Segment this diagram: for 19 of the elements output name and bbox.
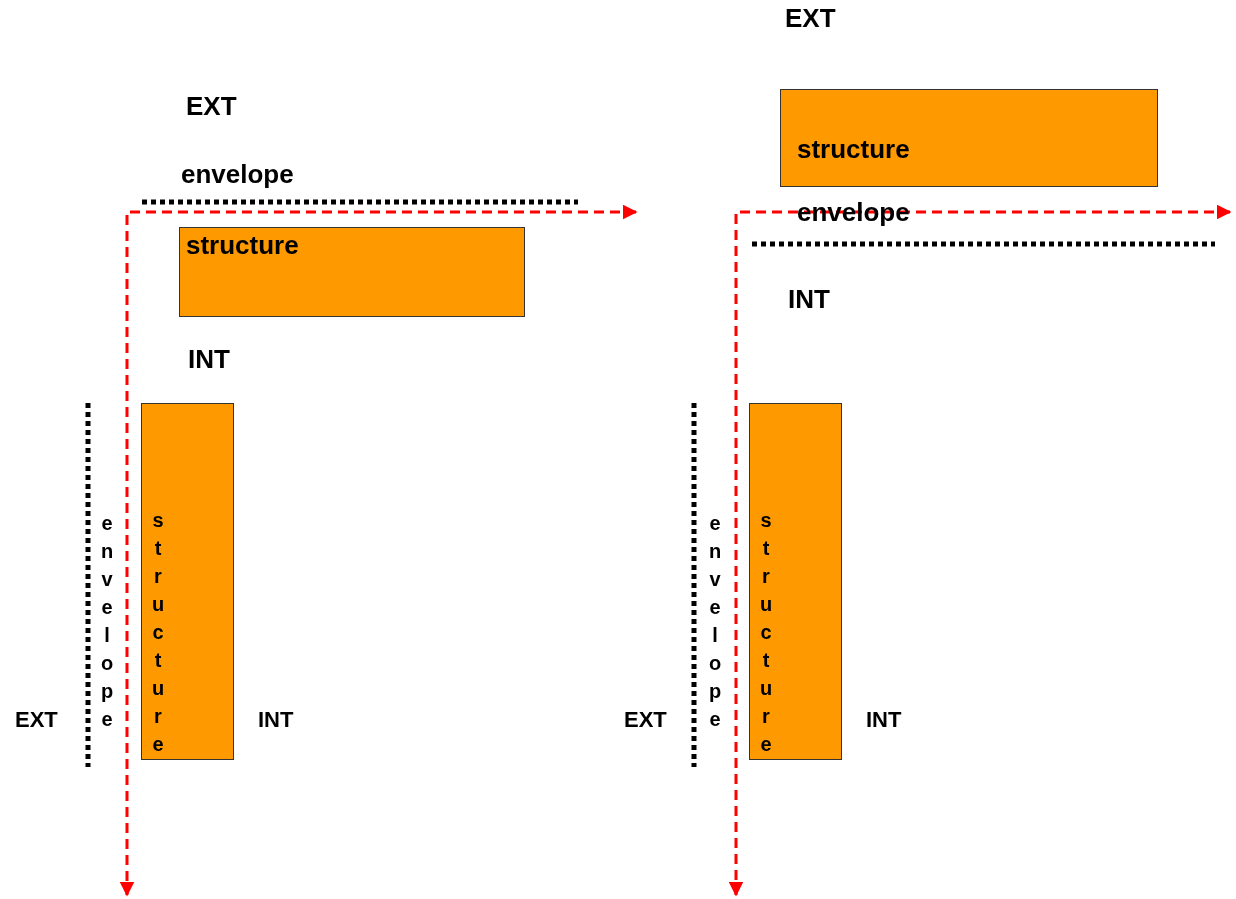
side-label: INT <box>866 708 902 733</box>
box-label: structure <box>797 134 910 165</box>
side-label: envelope <box>181 160 294 189</box>
structure-box <box>141 403 234 760</box>
vertical-label: envelope <box>97 512 117 736</box>
side-label: EXT <box>624 708 667 733</box>
box-label: structure <box>186 230 299 261</box>
vertical-box-label: structure <box>756 509 776 761</box>
structure-box <box>780 89 1158 187</box>
side-label: INT <box>788 285 830 314</box>
vertical-box-label: structure <box>148 509 168 761</box>
vertical-label: envelope <box>705 512 725 736</box>
side-label: EXT <box>15 708 58 733</box>
structure-box <box>749 403 842 760</box>
side-label: EXT <box>186 92 237 121</box>
side-label: INT <box>258 708 294 733</box>
side-label: EXT <box>785 4 836 33</box>
structure-box <box>179 227 525 317</box>
side-label: INT <box>188 345 230 374</box>
